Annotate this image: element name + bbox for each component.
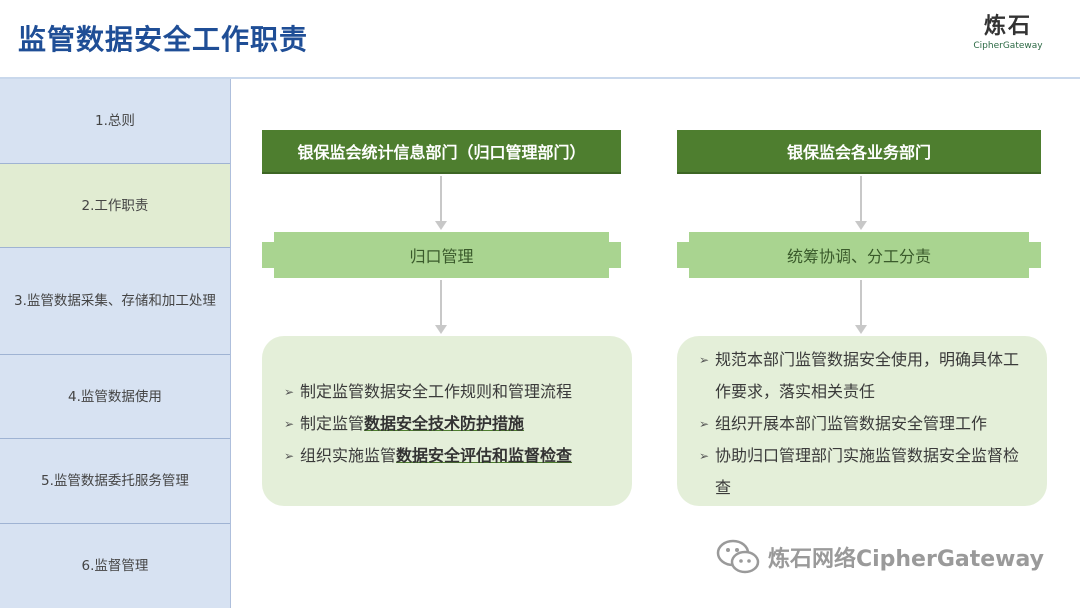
- right-arrow-2: [855, 280, 867, 334]
- arrow-bullet-icon: ➢: [699, 353, 710, 367]
- sidebar-item-label: 4.监管数据使用: [68, 388, 162, 405]
- sidebar-item-outsourcing[interactable]: 5.监管数据委托服务管理: [0, 439, 230, 524]
- sidebar-item-label: 6.监督管理: [81, 558, 149, 574]
- list-item: ➢ 制定监管数据安全技术防护措施: [284, 408, 610, 440]
- sidebar-item-supervision[interactable]: 6.监督管理: [0, 524, 230, 608]
- arrow-bullet-icon: ➢: [699, 449, 710, 463]
- page-title: 监管数据安全工作职责: [18, 23, 309, 56]
- right-arrow-1: [855, 176, 867, 230]
- sidebar-item-general[interactable]: 1.总则: [0, 79, 230, 164]
- list-item: ➢ 组织实施监管数据安全评估和监督检查: [284, 440, 610, 472]
- arrow-bullet-icon: ➢: [284, 417, 295, 431]
- sidebar-nav: 1.总则 2.工作职责 3.监管数据采集、存储和加工处理 4.监管数据使用 5.…: [0, 79, 231, 608]
- arrow-bullet-icon: ➢: [284, 385, 295, 399]
- slide-header: 监管数据安全工作职责 炼石 CipherGateway: [0, 0, 1080, 79]
- sidebar-item-label: 3.监管数据采集、存储和加工处理: [14, 293, 216, 309]
- sidebar-item-label: 1.总则: [95, 113, 135, 129]
- left-arrow-1: [435, 176, 447, 230]
- left-bullet-box: ➢ 制定监管数据安全工作规则和管理流程 ➢ 制定监管数据安全技术防护措施 ➢ 组…: [262, 336, 632, 506]
- left-arrow-2: [435, 280, 447, 334]
- brand-logo: 炼石 CipherGateway: [962, 14, 1054, 52]
- highlight-text: 数据安全评估和监督检查: [396, 446, 573, 465]
- arrow-bullet-icon: ➢: [284, 449, 295, 463]
- highlight-text: 数据安全技术防护措施: [364, 414, 525, 433]
- list-item: ➢ 协助归口管理部门实施监管数据安全监督检查: [699, 440, 1025, 504]
- list-item: ➢ 组织开展本部门监管数据安全管理工作: [699, 408, 1025, 440]
- watermark: 炼石网络CipherGateway: [716, 538, 1044, 576]
- arrow-bullet-icon: ➢: [699, 417, 710, 431]
- list-item: ➢ 规范本部门监管数据安全使用，明确具体工作要求，落实相关责任: [699, 344, 1025, 408]
- left-subtitle-text: 归口管理: [409, 247, 474, 266]
- logo-en-text: CipherGateway: [973, 41, 1043, 51]
- right-panel-title: 银保监会各业务部门: [677, 130, 1041, 174]
- sidebar-item-label: 5.监管数据委托服务管理: [41, 473, 189, 489]
- right-bullet-box: ➢ 规范本部门监管数据安全使用，明确具体工作要求，落实相关责任 ➢ 组织开展本部…: [677, 336, 1047, 506]
- right-subtitle-text: 统筹协调、分工分责: [786, 247, 931, 266]
- sidebar-item-label: 2.工作职责: [81, 197, 149, 214]
- logo-cn-text: 炼石: [983, 14, 1032, 39]
- list-item: ➢ 制定监管数据安全工作规则和管理流程: [284, 376, 610, 408]
- sidebar-item-collection[interactable]: 3.监管数据采集、存储和加工处理: [0, 248, 230, 355]
- sidebar-item-duties[interactable]: 2.工作职责: [0, 164, 230, 248]
- header-divider: [0, 77, 1080, 79]
- watermark-text: 炼石网络CipherGateway: [767, 547, 1044, 572]
- wechat-icon: [716, 539, 760, 574]
- sidebar-item-usage[interactable]: 4.监管数据使用: [0, 355, 230, 439]
- left-panel-subtitle: 归口管理: [262, 232, 621, 278]
- left-panel-title: 银保监会统计信息部门（归口管理部门）: [262, 130, 621, 174]
- right-panel-subtitle: 统筹协调、分工分责: [677, 232, 1041, 278]
